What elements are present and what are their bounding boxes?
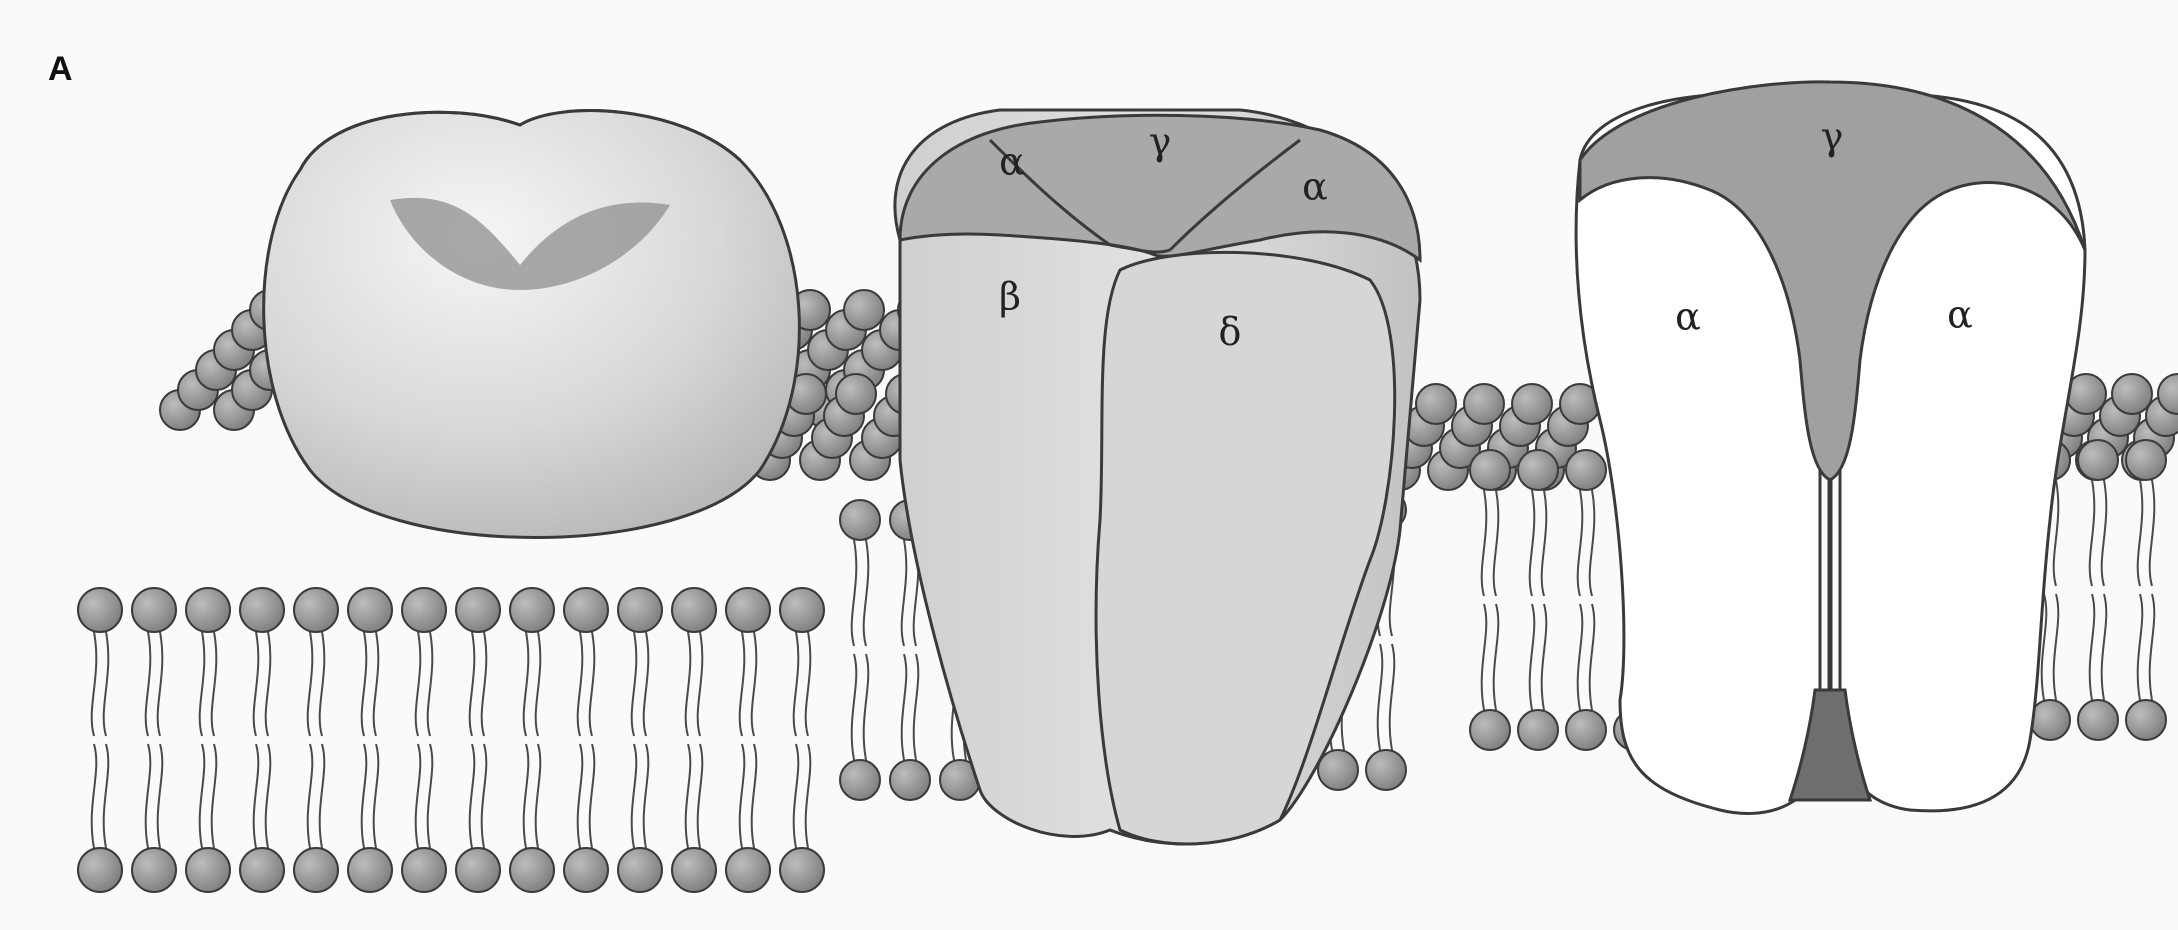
lipid-molecule <box>294 588 338 892</box>
lipid-molecule <box>726 588 770 892</box>
lipid-molecule <box>456 588 500 892</box>
lipid-molecule <box>348 588 392 892</box>
subunit-gamma: γ <box>1149 120 1172 164</box>
cross-alpha-right-label: α <box>1947 293 1973 337</box>
lipid-molecule <box>780 588 824 892</box>
lipid-molecule <box>618 588 662 892</box>
lipid-head <box>1512 384 1552 424</box>
receptor-cross-section: γ α α <box>1576 82 2085 814</box>
lipid-molecule <box>1566 450 1606 750</box>
subunit-alpha-left: α <box>999 140 1025 184</box>
lipid-molecule <box>564 588 608 892</box>
lipid-head <box>1464 384 1504 424</box>
lipid-molecule <box>132 588 176 892</box>
panel-label: A <box>48 50 73 88</box>
subunit-alpha-right: α <box>1302 165 1328 209</box>
lipid-molecule <box>402 588 446 892</box>
subunit-beta: β <box>999 275 1021 319</box>
lipid-molecule <box>240 588 284 892</box>
lipid-molecule <box>1518 450 1558 750</box>
lipid-head <box>2112 374 2152 414</box>
lipid-molecule <box>2078 440 2118 740</box>
subunit-delta: δ <box>1219 310 1242 354</box>
receptor-whole <box>264 111 800 538</box>
lipid-molecule <box>840 500 880 800</box>
cross-alpha-left-label: α <box>1675 295 1701 339</box>
lipid-molecule <box>186 588 230 892</box>
cross-gamma-label: γ <box>1821 115 1844 159</box>
lipid-head <box>1416 384 1456 424</box>
lipid-molecule <box>510 588 554 892</box>
lipid-molecule <box>78 588 122 892</box>
lipid-molecule <box>1470 450 1510 750</box>
lipid-molecule <box>672 588 716 892</box>
lipid-molecule <box>2126 440 2166 740</box>
lipid-head <box>836 374 876 414</box>
receptor-whole-body <box>264 111 800 538</box>
lipid-head <box>844 290 884 330</box>
